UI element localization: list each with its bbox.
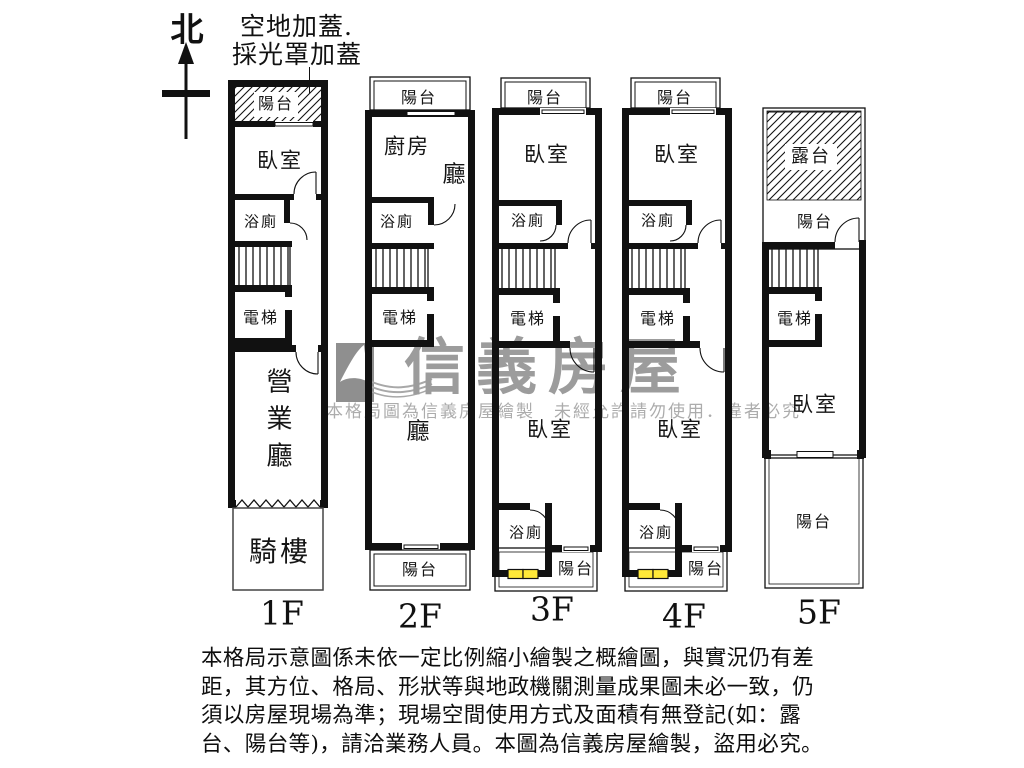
room-label-balcony-top: 陽台 <box>526 88 564 107</box>
room-label-bedroom-lower: 臥室 <box>527 417 573 442</box>
disclaimer-line-3: 須以房屋現場為準；現場空間使用方式及面積有無登記(如：露 <box>201 703 802 729</box>
room-label-living-upper: 廳 <box>442 161 468 188</box>
room-label-business-hall: 營業廳 <box>262 367 292 479</box>
room-label-elevator: 電梯 <box>242 308 280 327</box>
room-label-bath-lower: 浴廁 <box>508 523 544 542</box>
floorplan-5f: 露台 陽台 電梯 臥室 陽台 <box>758 75 874 595</box>
floor-label-3f: 3F <box>530 589 574 629</box>
floorplan-2f: 陽台 廚房 廳 浴廁 電梯 廳 陽台 <box>362 75 478 595</box>
room-label-bath-upper: 浴廁 <box>510 211 546 230</box>
floorplan-3f: 陽台 臥室 浴廁 電梯 臥室 浴廁 陽台 <box>490 75 622 595</box>
room-label-bedroom-upper: 臥室 <box>654 142 700 167</box>
room-label-bedroom-lower: 臥室 <box>657 417 703 442</box>
floorplan-4f-drawing <box>622 77 732 592</box>
room-label-balcony-bottom: 陽台 <box>557 559 595 578</box>
room-label-elevator: 電梯 <box>509 309 547 328</box>
floor-label-1f: 1F <box>260 593 304 633</box>
floorplan-4f: 陽台 臥室 浴廁 電梯 臥室 浴廁 陽台 <box>620 75 752 595</box>
disclaimer-paragraph: 本格局示意圖係未依一定比例縮小繪製之概繪圖，與實況仍有差 距，其方位、格局、形狀… <box>201 645 881 759</box>
floor-label-4f: 4F <box>662 596 706 636</box>
room-label-balcony-top: 陽台 <box>400 88 438 107</box>
floorplan-2f-drawing <box>365 76 475 591</box>
room-label-elevator: 電梯 <box>639 309 677 328</box>
floorplan-1f: 陽台 臥室 浴廁 電梯 營業廳 騎樓 <box>224 75 336 595</box>
floorplan-1f-drawing <box>228 80 328 591</box>
room-label-arcade: 騎樓 <box>248 535 312 568</box>
room-label-bath-upper: 浴廁 <box>640 211 676 230</box>
north-label: 北 <box>170 10 204 49</box>
disclaimer-line-2: 距，其方位、格局、形狀等與地政機關測量成果圖未必一致，仍 <box>201 674 815 700</box>
disclaimer-line-1: 本格局示意圖係未依一定比例縮小繪製之概繪圖，與實況仍有差 <box>201 646 815 671</box>
room-label-bath-lower: 浴廁 <box>638 523 674 542</box>
floor-label-5f: 5F <box>797 592 841 632</box>
room-label-balcony-upper: 陽台 <box>796 212 834 231</box>
floorplan-5f-drawing <box>762 107 866 589</box>
room-label-terrace: 露台 <box>791 146 831 167</box>
room-label-living-lower: 廳 <box>406 418 432 445</box>
room-label-bedroom-upper: 臥室 <box>524 142 570 167</box>
room-label-elevator: 電梯 <box>381 308 419 327</box>
room-label-balcony-bottom: 陽台 <box>687 559 725 578</box>
room-label-bedroom: 臥室 <box>792 392 838 417</box>
room-label-elevator: 電梯 <box>776 309 814 328</box>
room-label-bath: 浴廁 <box>379 212 415 231</box>
floor-label-2f: 2F <box>398 596 442 636</box>
disclaimer-line-4: 台、陽台等)，請洽業務人員。本圖為信義房屋繪製，盜用必究。 <box>201 731 823 757</box>
room-label-balcony-bottom: 陽台 <box>795 512 833 531</box>
room-label-balcony-top: 陽台 <box>656 88 694 107</box>
room-label-bath: 浴廁 <box>243 212 279 231</box>
watermark-notice-text: 本格局圖為信義房屋繪製 未經允許請勿使用．違者必究 <box>326 402 801 422</box>
annotation-line2: 採光罩加蓋 <box>232 40 363 69</box>
room-label-balcony-bottom: 陽台 <box>401 560 439 579</box>
room-label-kitchen: 廚房 <box>384 134 430 159</box>
room-label-bedroom: 臥室 <box>257 148 303 173</box>
floorplan-3f-drawing <box>492 77 602 592</box>
room-label-balcony-top: 陽台 <box>257 94 295 113</box>
north-arrow-icon <box>162 42 210 139</box>
annotation-line1: 空地加蓋. <box>240 12 353 41</box>
